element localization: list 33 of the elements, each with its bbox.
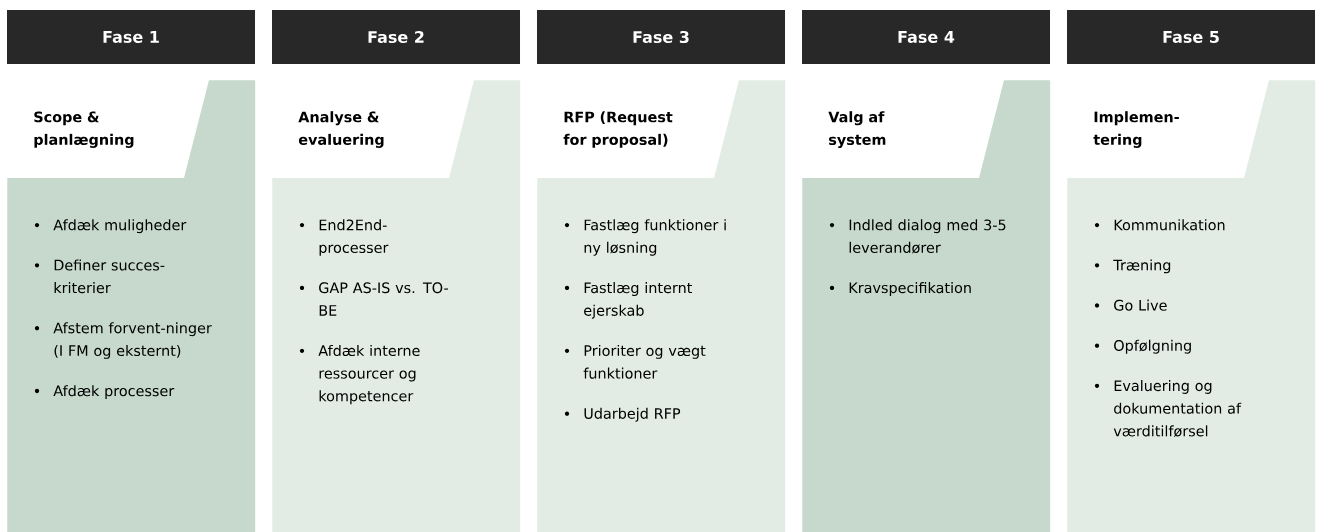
bullet-item: Træning (1094, 259, 1171, 274)
phase-header: Fase 1 (7, 10, 255, 64)
bullet-item: Definer succes-kriterier (34, 259, 165, 294)
bullet-item: End2End-processer (299, 219, 389, 256)
bullet-item: Kravspecifikation (829, 282, 971, 296)
bullet-item: Kommunikation (1094, 219, 1225, 231)
node-label: Valg af system (828, 111, 886, 148)
phase-header: Fase 3 (537, 10, 785, 64)
bullet-item: GAP AS-IS vs. TO-BE (299, 282, 448, 316)
title-tab: RFP (Request for proposal) (537, 80, 739, 178)
phase-header: Fase 2 (272, 10, 520, 64)
bullet-item: Evaluering og dokumentation af værditilførsel (1094, 380, 1242, 437)
node-label: Implemen-tering (1093, 111, 1179, 148)
title-tab: Scope & planlægning (7, 80, 209, 178)
bullet-item: Afdæk interne ressourcer og kompetencer (299, 344, 420, 405)
node-label: Analyse & evaluering (298, 111, 384, 148)
phase-header: Fase 5 (1067, 10, 1315, 64)
bullet-item: Go Live (1094, 299, 1167, 311)
bullet-item: Fastlæg internt ejerskab (564, 282, 693, 319)
node-label: Scope & planlægning (34, 111, 134, 148)
node-label: RFP (Request for proposal) (563, 111, 673, 148)
bullet-item: Fastlæg funktioner i ny løsning (564, 219, 726, 256)
bullet-item: Opfølgning (1094, 339, 1191, 354)
bullet-item: Afstem forvent-ninger (I FM og eksternt) (34, 322, 212, 359)
bullet-item: Afdæk muligheder (34, 219, 187, 234)
bullet-item: Afdæk processer (34, 385, 175, 400)
bullet-item: Udarbejd RFP (564, 407, 681, 422)
bullet-item: Prioriter og vægt funktioner (564, 344, 706, 379)
title-tab: Analyse & evaluering (272, 80, 474, 178)
phase-header: Fase 4 (802, 10, 1050, 64)
bullet-item: Indled dialog med 3-5 leverandører (829, 219, 1006, 254)
title-tab: Valg af system (802, 80, 1004, 178)
title-tab: Implemen-tering (1067, 80, 1269, 178)
